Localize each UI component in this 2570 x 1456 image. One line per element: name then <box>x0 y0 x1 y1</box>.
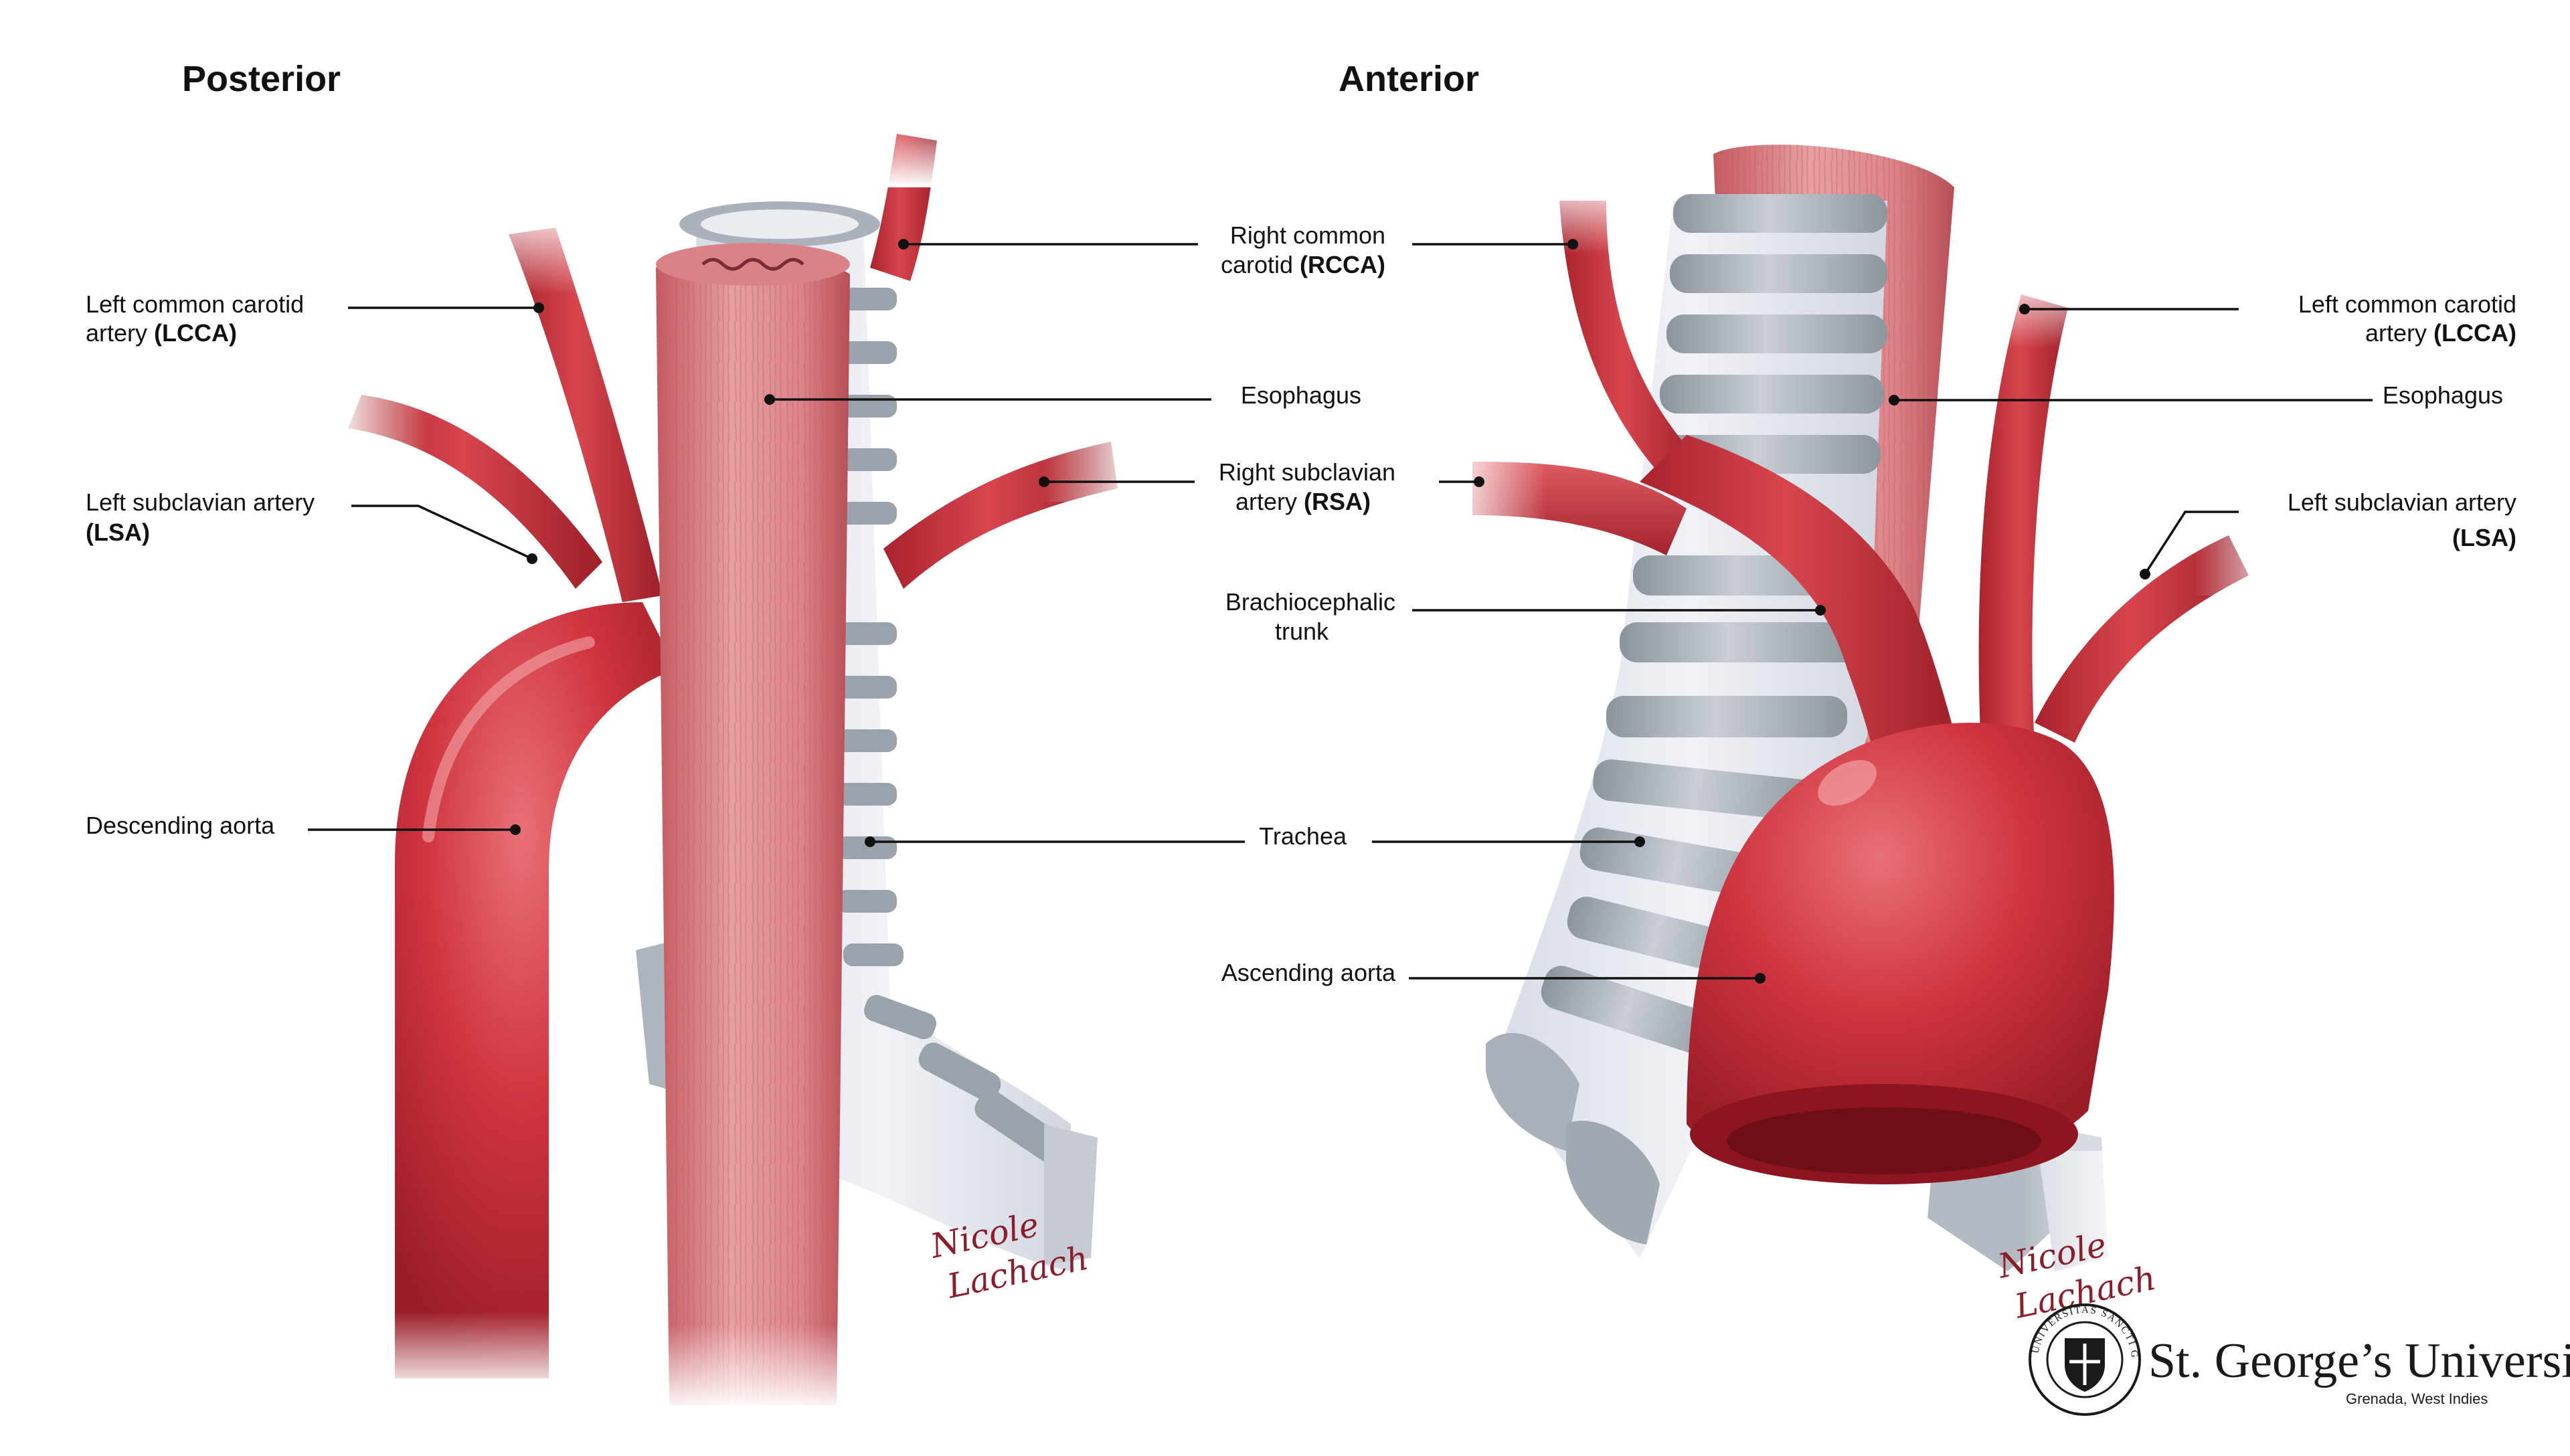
svg-text:Ascending aorta: Ascending aorta <box>1221 959 1396 986</box>
svg-text:Brachiocephalic: Brachiocephalic <box>1225 588 1395 616</box>
svg-text:Trachea: Trachea <box>1259 822 1347 850</box>
label-rcca: Right common carotid (RCCA) <box>898 221 1578 278</box>
svg-text:Right common: Right common <box>1230 221 1385 249</box>
posterior-view: Nicole Lachach <box>335 120 1138 1412</box>
posterior-heading: Posterior <box>182 59 341 99</box>
label-rsa: Right subclavian artery (RSA) <box>1039 458 1484 515</box>
posterior-descending-aorta <box>395 602 676 1378</box>
label-anterior-esophagus: Esophagus <box>1889 381 2503 409</box>
university-name: St. George’s University <box>2148 1334 2570 1388</box>
label-posterior-descending-aorta: Descending aorta <box>86 812 521 839</box>
svg-text:artery (RSA): artery (RSA) <box>1235 488 1371 515</box>
svg-text:Left common carotid: Left common carotid <box>86 290 304 318</box>
svg-text:trunk: trunk <box>1275 618 1329 645</box>
svg-text:(LSA): (LSA) <box>86 519 150 546</box>
svg-text:carotid (RCCA): carotid (RCCA) <box>1221 251 1385 278</box>
anterior-rcca-vessel <box>1559 201 1700 482</box>
label-center-esophagus: Esophagus <box>764 381 1361 409</box>
anterior-view: Nicole Lachach <box>1446 145 2289 1326</box>
posterior-lcca-vessel <box>509 227 663 602</box>
svg-text:Esophagus: Esophagus <box>2383 381 2503 409</box>
label-brachiocephalic-trunk: Brachiocephalic trunk <box>1225 588 1826 645</box>
label-anterior-lcca: Left common carotid artery (LCCA) <box>2019 290 2516 347</box>
svg-text:artery (LCCA): artery (LCCA) <box>2365 319 2516 347</box>
anterior-lcca-vessel <box>1978 294 2068 749</box>
svg-text:artery (LCCA): artery (LCCA) <box>86 319 237 347</box>
ascending-aorta-vessel <box>1687 723 2114 1171</box>
label-ascending-aorta: Ascending aorta <box>1221 959 1766 986</box>
svg-text:Descending aorta: Descending aorta <box>86 812 275 839</box>
svg-text:Right subclavian: Right subclavian <box>1219 458 1395 486</box>
svg-text:Left subclavian artery: Left subclavian artery <box>86 488 315 516</box>
posterior-esophagus <box>656 243 857 1412</box>
label-posterior-lsa: Left subclavian artery (LSA) <box>86 488 537 564</box>
label-posterior-lcca: Left common carotid artery (LCCA) <box>86 290 544 347</box>
svg-text:Left common carotid: Left common carotid <box>2298 290 2516 318</box>
label-trachea: Trachea <box>865 822 1645 850</box>
university-branding: UNIVERSITAS SANCTI GEORGII St. George’s … <box>0 0 2570 1416</box>
svg-text:Left subclavian artery: Left subclavian artery <box>2288 488 2516 516</box>
anterior-heading: Anterior <box>1339 59 1479 99</box>
svg-text:Esophagus: Esophagus <box>1241 381 1361 409</box>
svg-text:(LSA): (LSA) <box>2452 524 2516 551</box>
university-location: Grenada, West Indies <box>2346 1390 2488 1407</box>
brachiocephalic-trunk-vessel <box>1640 435 1961 776</box>
label-anterior-lsa: Left subclavian artery (LSA) <box>2140 488 2516 579</box>
